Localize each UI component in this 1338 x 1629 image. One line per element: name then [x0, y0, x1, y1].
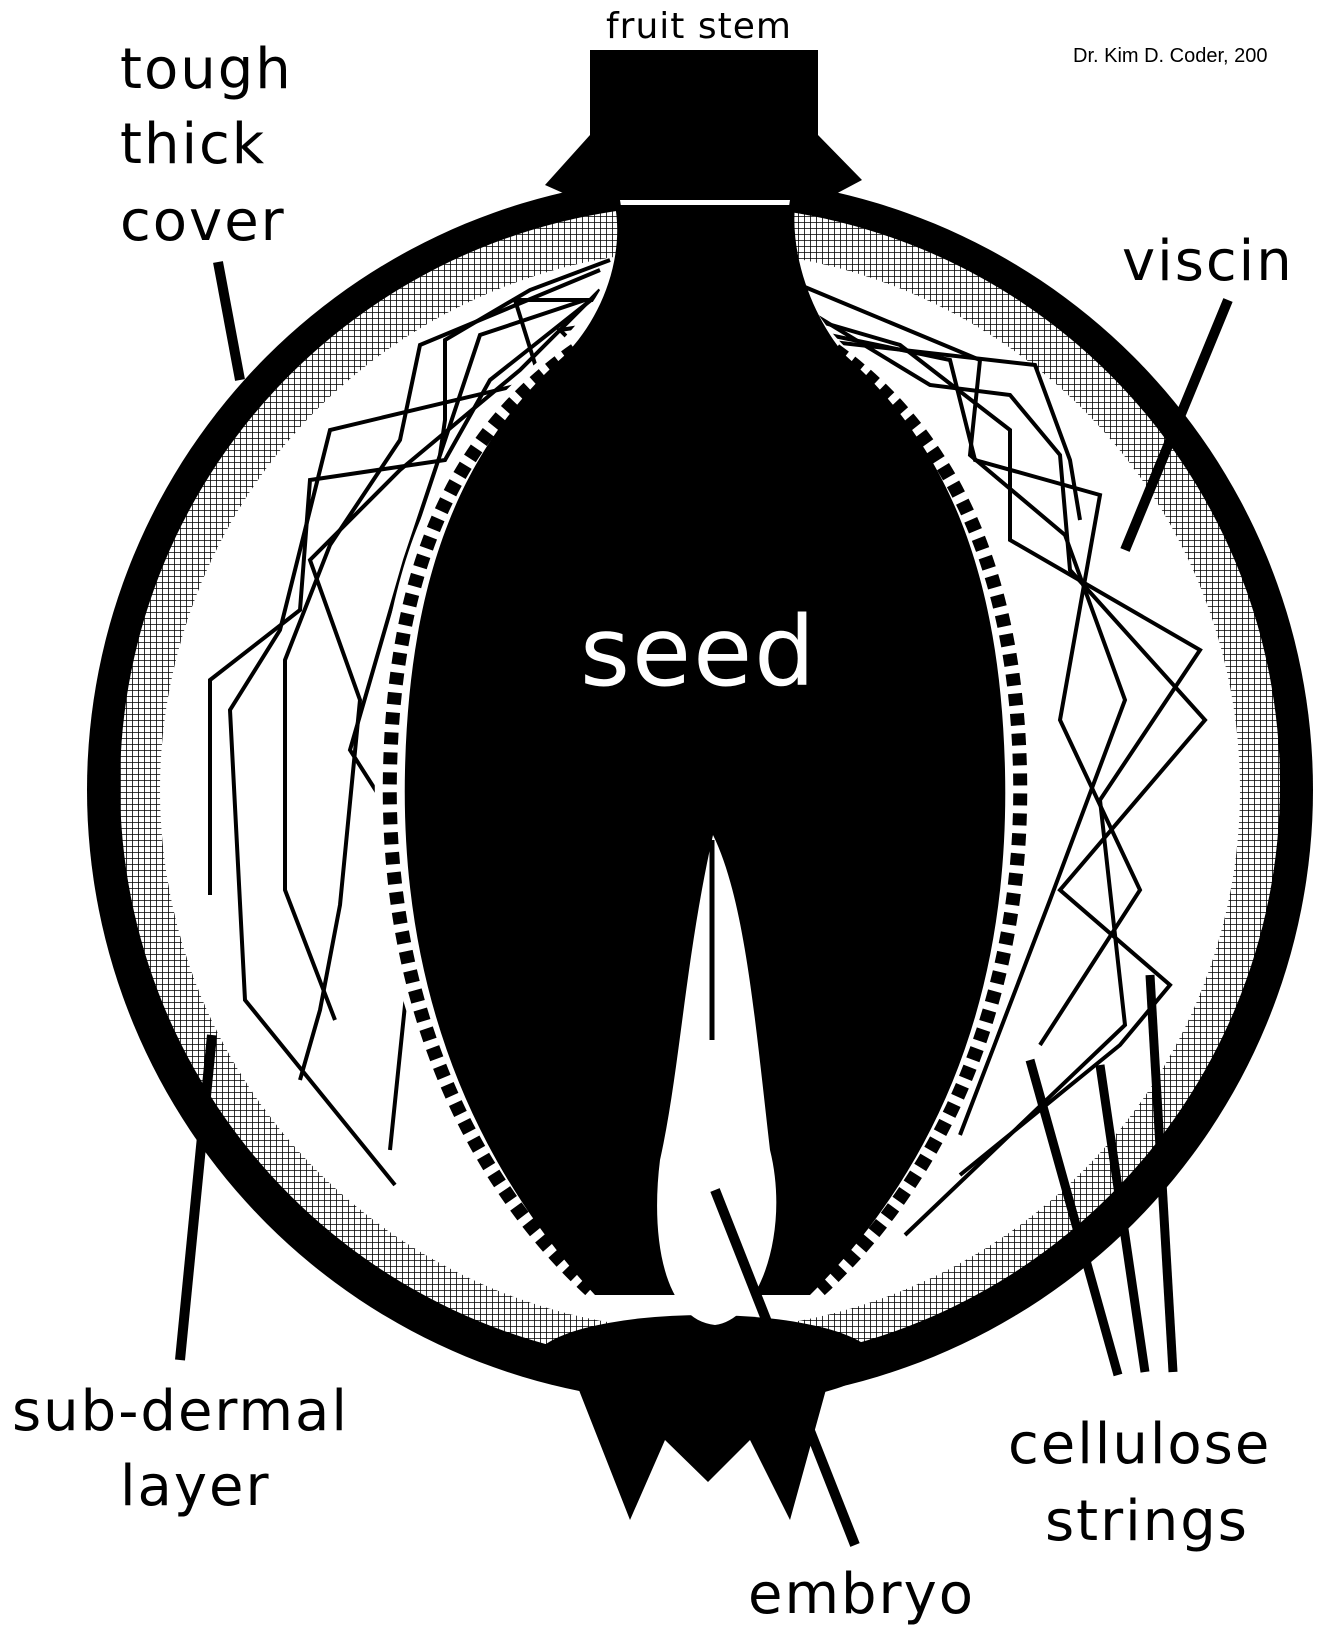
label-seed: seed [580, 596, 817, 708]
label-cover: cover [120, 189, 286, 254]
label-credit: Dr. Kim D. Coder, 200 [1073, 45, 1268, 67]
label-cellulose: cellulose [1008, 1412, 1271, 1477]
label-strings: strings [1045, 1489, 1249, 1554]
label-layer: layer [120, 1454, 271, 1519]
leader-tough-cover [218, 262, 240, 380]
label-fruit-stem: fruit stem [606, 6, 792, 47]
label-tough: tough [120, 37, 293, 102]
label-thick: thick [120, 112, 266, 177]
label-embryo: embryo [748, 1562, 975, 1627]
label-sub-dermal: sub-dermal [12, 1379, 349, 1444]
label-viscin: viscin [1122, 229, 1294, 294]
stem-flare [545, 135, 862, 205]
